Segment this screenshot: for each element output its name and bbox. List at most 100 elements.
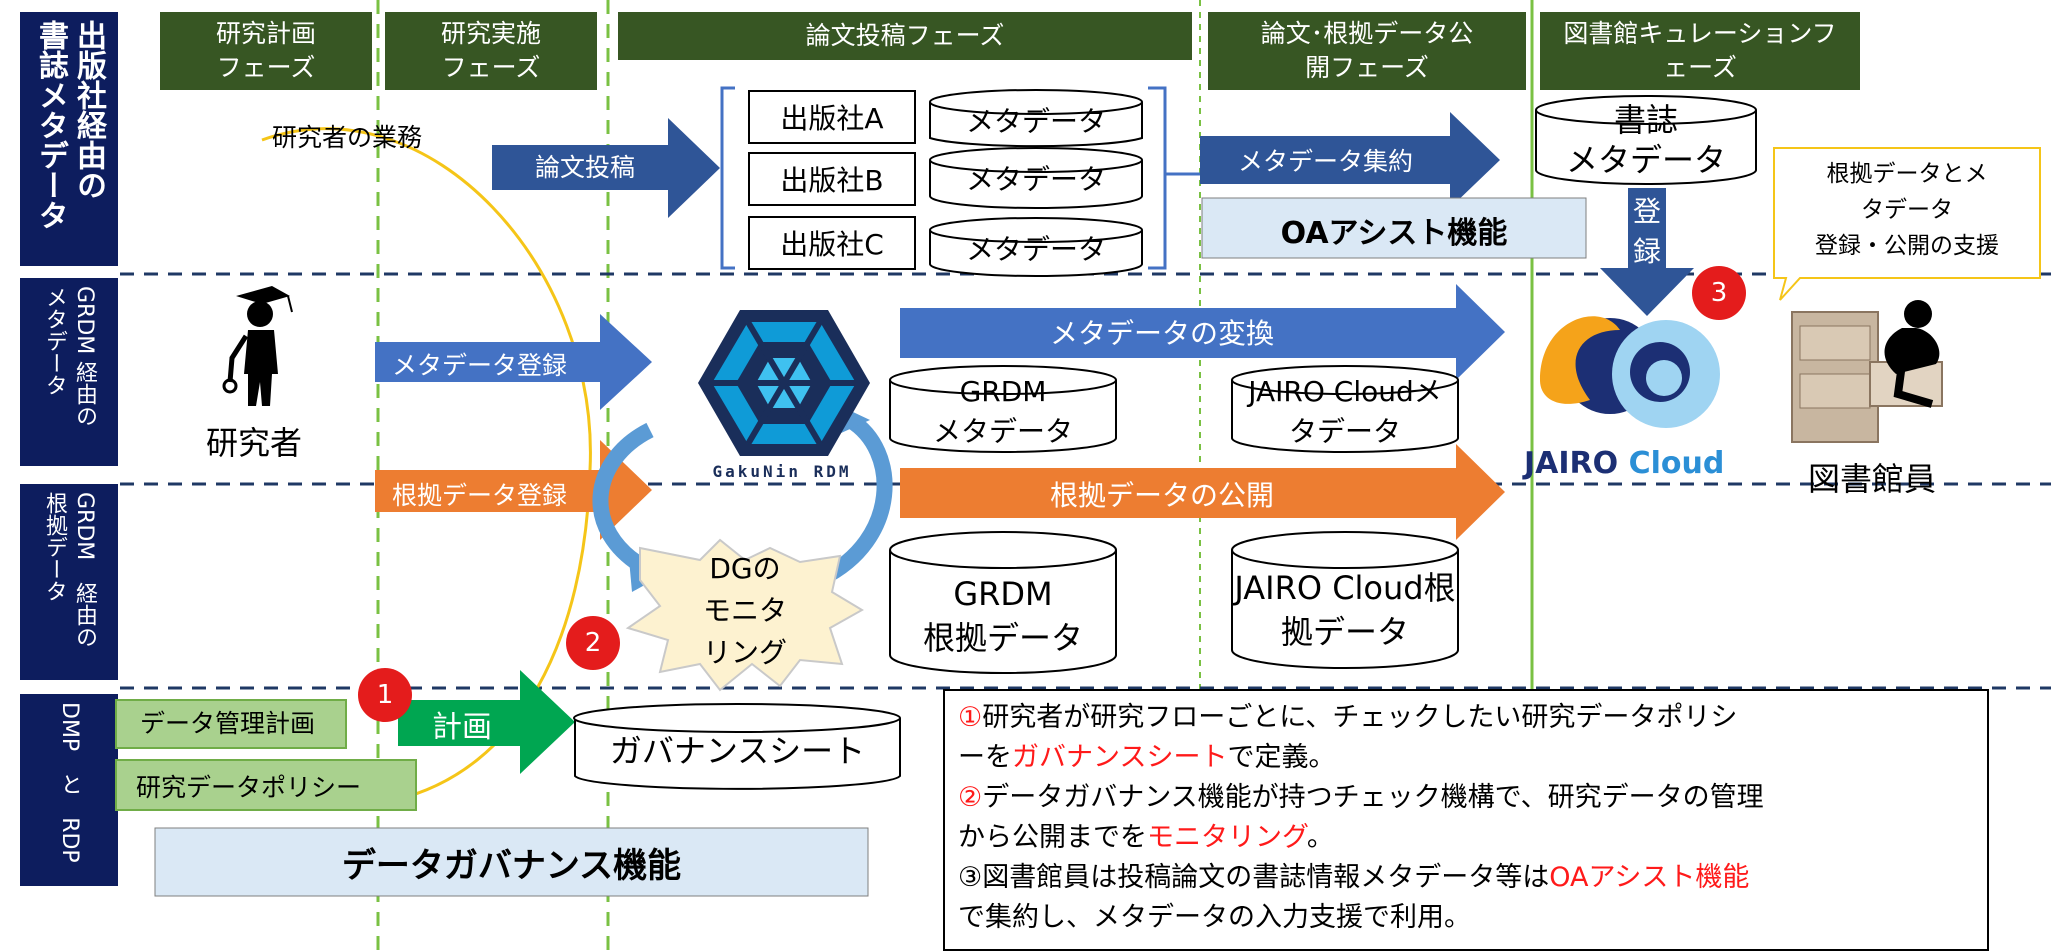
librarian-label: 図書館員 [1808, 460, 1937, 498]
meta-convert-label: メタデータの変換 [1050, 317, 1275, 350]
row-header-dmp-rdp: DMP と RDP [20, 694, 118, 886]
note-line-2-a: ーを [958, 742, 1012, 773]
phase-curation: 図書館キュレーションフェーズ [1540, 12, 1860, 90]
note-line-2: ーをガバナンスシートで定義。 [958, 738, 1978, 778]
library-callout-line2: タデータ [1861, 197, 1953, 223]
dmp-box [115, 699, 347, 749]
note-line-1: ①研究者が研究フローごとに、チェックしたい研究データポリシ [958, 698, 1978, 738]
note-line-3: ②データガバナンス機能が持つチェック機構で、研究データの管理 [958, 778, 1978, 818]
register-arrow [1600, 188, 1694, 316]
biblio-metadata-line1: 書誌 [1613, 101, 1678, 139]
row-header-publisher: 出版社経由の 書誌メタデータ [20, 12, 118, 266]
publisher-c-metadata-label: メタデータ [965, 233, 1106, 266]
note-line-3-num: ② [958, 782, 983, 813]
publisher-a-box: 出版社A [748, 90, 916, 144]
grdm-metadata-line2: メタデータ [932, 415, 1073, 448]
phase-publish-line2: 開フェーズ [1305, 53, 1429, 82]
jairo-logo-word1: JAIRO [1524, 446, 1619, 481]
grdm-evidence-label: GRDM 根拠データ [890, 572, 1116, 660]
meta-cyl-b [929, 160, 1143, 209]
oa-assist-box [1201, 197, 1587, 259]
notes-box [943, 689, 1989, 951]
phase-submit: 論文投稿フェーズ [618, 12, 1192, 60]
row-header-grdm-metadata-label: GRDM 経由の メタデータ [42, 286, 97, 428]
library-callout-line1: 根拠データとメ [1826, 161, 1988, 187]
meta-convert-arrow [900, 284, 1505, 380]
aggregate-arrow [1200, 112, 1500, 208]
note-line-6-a: で集約し、メタデータの入力支援で利用。 [958, 902, 1471, 933]
biblio-metadata-line2: メタデータ [1565, 141, 1726, 179]
badge-3: 3 [1692, 266, 1746, 320]
governance-cyl [574, 718, 901, 790]
jairo-meta-cyl [1231, 380, 1459, 453]
note-line-3-text: データガバナンス機能が持つチェック機構で、研究データの管理 [982, 782, 1764, 813]
note-line-1-num: ① [958, 702, 983, 733]
jairo-metadata-line2: タデータ [1288, 415, 1401, 448]
phase-plan: 研究計画フェーズ [160, 12, 372, 90]
row-header-dmp-rdp-label: DMP と RDP [57, 702, 82, 863]
note-line-5-a: ③図書館員は投稿論文の書誌情報メタデータ等は [958, 862, 1550, 893]
grdm-evidence-line2: 根拠データ [922, 619, 1083, 657]
note-line-5: ③図書館員は投稿論文の書誌情報メタデータ等はOAアシスト機能 [958, 858, 1978, 898]
aggregate-arrow-label: メタデータ集約 [1238, 147, 1414, 176]
rdp-box [115, 759, 417, 811]
evidence-publish-label: 根拠データの公開 [1050, 479, 1275, 512]
note-line-4-b: モニタリング [1147, 822, 1307, 853]
notes-text: ①研究者が研究フローごとに、チェックしたい研究データポリシ ーをガバナンスシート… [958, 698, 1978, 938]
phase-plan-line1: 研究計画 [215, 19, 316, 48]
dg-monitor-label: DGの モニタ リング [680, 548, 810, 674]
row-header-grdm-evidence-label: GRDM 経由の 根拠データ [42, 492, 97, 649]
jairo-evidence-label: JAIRO Cloud根 拠データ [1232, 566, 1458, 654]
jairo-metadata-line1: JAIRO Cloudメ [1248, 375, 1442, 408]
phase-exec-line2: フェーズ [441, 53, 541, 82]
grdm-evi-cyl [889, 550, 1117, 674]
publisher-c-box: 出版社C [748, 216, 916, 270]
governance-function-box [154, 827, 869, 897]
submit-arrow [492, 118, 720, 218]
note-line-4-c: 。 [1306, 822, 1334, 853]
governance-sheet-label: ガバナンスシート [609, 732, 866, 770]
phase-curation-line1: 図書館キュレーションフ [1563, 19, 1837, 48]
researcher-label: 研究者 [206, 424, 303, 462]
register-arrow-line2: 録 [1632, 235, 1661, 268]
gakunin-logo-text: GakuNin RDM [712, 462, 852, 481]
note-line-2-b: ガバナンスシート [1012, 742, 1228, 773]
publisher-bracket-left [720, 86, 735, 270]
meta-cyl-c [929, 230, 1143, 277]
grdm-evidence-line1: GRDM [953, 575, 1053, 613]
dg-monitor-line2: モニタ [702, 594, 787, 627]
evidence-publish-arrow [900, 444, 1505, 540]
dg-monitor-line3: リング [702, 636, 787, 669]
phase-exec-line1: 研究実施 [440, 19, 541, 48]
phase-exec: 研究実施フェーズ [385, 12, 597, 90]
jairo-logo-shape [1540, 316, 1720, 428]
plan-arrow [398, 670, 575, 774]
biblio-cyl [1535, 110, 1757, 185]
note-line-1-text: 研究者が研究フローごとに、チェックしたい研究データポリシ [982, 702, 1738, 733]
phase-plan-line2: フェーズ [216, 53, 316, 82]
governance-function-label: データガバナンス機能 [341, 846, 682, 886]
library-callout-line3: 登録・公開の支援 [1815, 233, 1999, 259]
evidence-register-arrow [375, 440, 652, 540]
submit-arrow-label: 論文投稿 [535, 153, 636, 182]
grdm-metadata-line1: GRDM [959, 375, 1047, 408]
publisher-b-box: 出版社B [748, 152, 916, 206]
note-line-2-c: で定義。 [1227, 742, 1336, 773]
grdm-metadata-label: GRDM メタデータ [890, 372, 1116, 452]
dmp-label: データ管理計画 [140, 709, 316, 738]
phase-publish: 論文･根拠データ公開フェーズ [1208, 12, 1526, 90]
note-line-4: から公開までをモニタリング。 [958, 818, 1978, 858]
publisher-a-metadata-label: メタデータ [965, 105, 1106, 138]
jairo-metadata-label: JAIRO Cloudメ タデータ [1232, 372, 1458, 452]
badge-2: 2 [566, 616, 620, 670]
oa-assist-label: OAアシスト機能 [1280, 216, 1508, 251]
rdp-label: 研究データポリシー [136, 773, 362, 802]
phase-submit-label: 論文投稿フェーズ [805, 21, 1005, 50]
jairo-logo-text: JAIRO Cloud [1524, 446, 1724, 481]
register-arrow-label: 登 録 [1628, 192, 1666, 272]
library-callout-shape [1773, 147, 2041, 301]
meta-register-arrow [375, 314, 652, 410]
publisher-bracket-right [1148, 86, 1200, 270]
library-callout: 根拠データとメ タデータ 登録・公開の支援 [1774, 156, 2040, 264]
